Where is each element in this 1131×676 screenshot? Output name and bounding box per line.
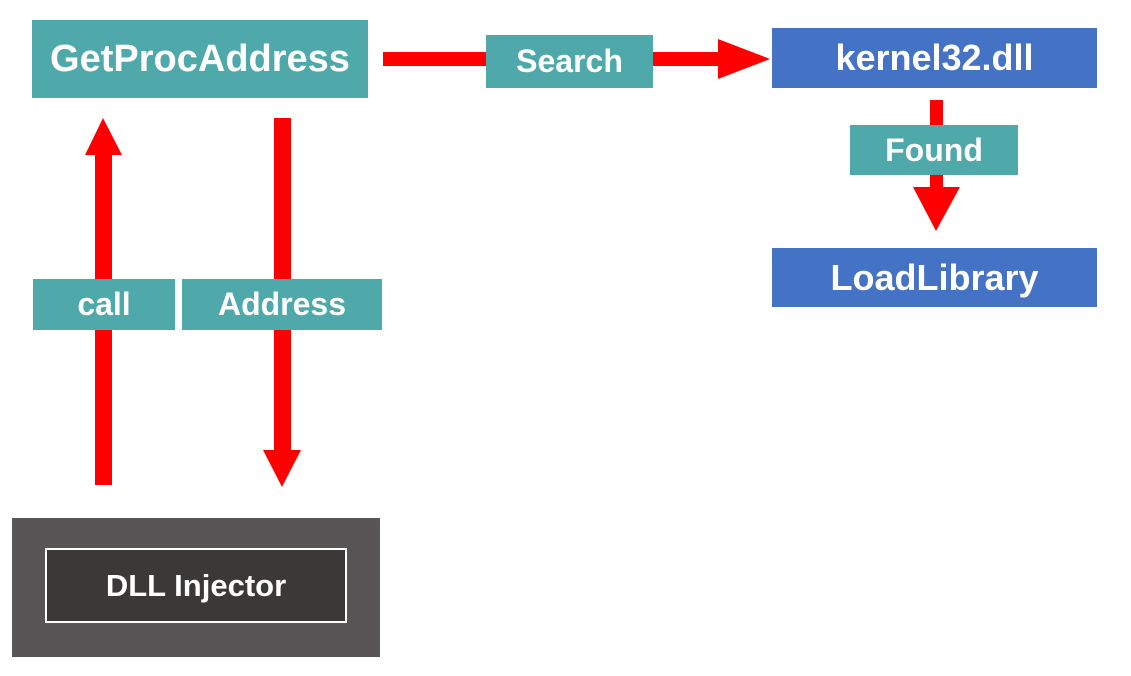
node-dll-injector: DLL Injector (12, 518, 380, 657)
node-loadlibrary-label: LoadLibrary (830, 256, 1039, 298)
edge-label-call-text: call (77, 286, 131, 322)
node-dll-injector-inner-box: DLL Injector (45, 548, 347, 623)
edge-label-call: call (33, 279, 175, 330)
node-kernel32-dll: kernel32.dll (772, 28, 1097, 88)
edge-label-found: Found (850, 125, 1018, 175)
edge-label-search: Search (486, 35, 653, 88)
edge-label-address-text: Address (217, 286, 347, 322)
node-kernel32-dll-label: kernel32.dll (835, 37, 1034, 78)
edge-label-address: Address (182, 279, 382, 330)
node-dll-injector-label: DLL Injector (105, 567, 287, 603)
node-loadlibrary: LoadLibrary (772, 248, 1097, 307)
node-getprocaddress-label: GetProcAddress (50, 37, 350, 80)
edge-label-search-text: Search (516, 43, 623, 79)
node-getprocaddress: GetProcAddress (32, 20, 368, 98)
edge-label-found-text: Found (885, 131, 983, 168)
